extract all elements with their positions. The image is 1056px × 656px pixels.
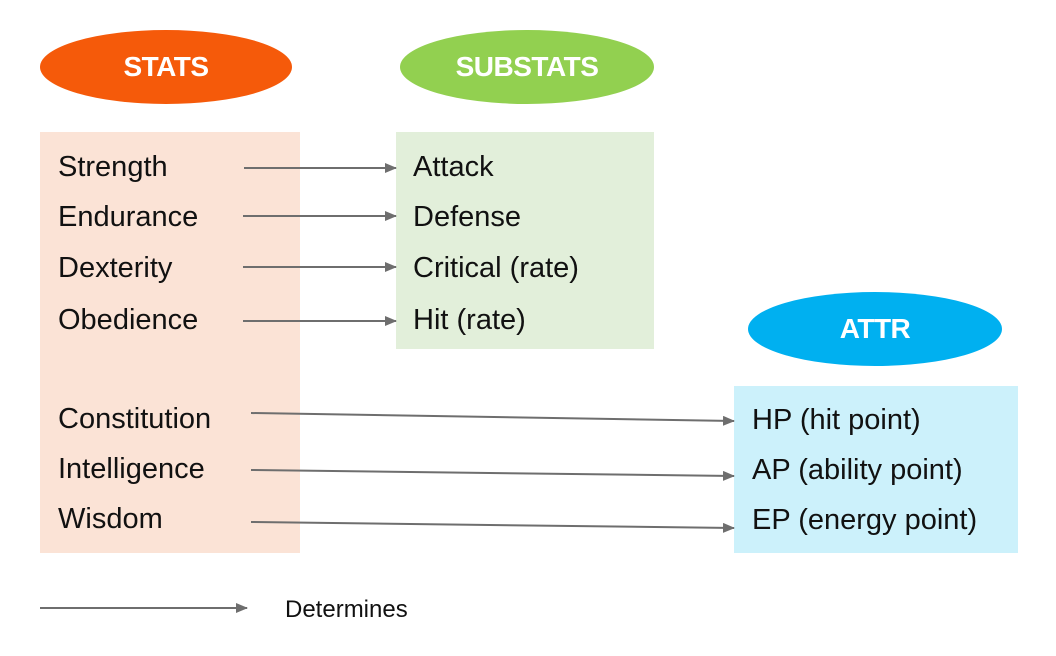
stat-label-obedience: Obedience — [58, 304, 199, 336]
stat-label-wisdom: Wisdom — [58, 503, 163, 535]
attr-label-hp: HP (hit point) — [752, 404, 921, 436]
stat-label-strength: Strength — [58, 151, 168, 183]
attr-label-ep: EP (energy point) — [752, 504, 978, 536]
stat-label-endurance: Endurance — [58, 201, 199, 233]
stat-label-dexterity: Dexterity — [58, 252, 173, 284]
attr-panel — [734, 386, 1018, 553]
substat-label-critical: Critical (rate) — [413, 252, 579, 284]
substats-header: SUBSTATS — [400, 30, 654, 104]
attr-label-ap: AP (ability point) — [752, 454, 963, 486]
arrow-wisdom-to-ep — [250, 521, 735, 533]
legend-label: Determines — [285, 596, 408, 623]
stats-header: STATS — [40, 30, 292, 104]
arrow-intelligence-to-ap — [250, 469, 735, 481]
substat-label-hit: Hit (rate) — [413, 304, 526, 336]
substat-label-defense: Defense — [413, 201, 522, 233]
stat-label-intelligence: Intelligence — [58, 453, 205, 485]
substat-label-attack: Attack — [413, 151, 494, 183]
arrow-constitution-to-hp — [250, 412, 735, 426]
attr-header: ATTR — [748, 292, 1002, 366]
stats-panel — [40, 132, 300, 553]
substats-panel — [396, 132, 654, 349]
stat-label-constitution: Constitution — [58, 403, 212, 435]
